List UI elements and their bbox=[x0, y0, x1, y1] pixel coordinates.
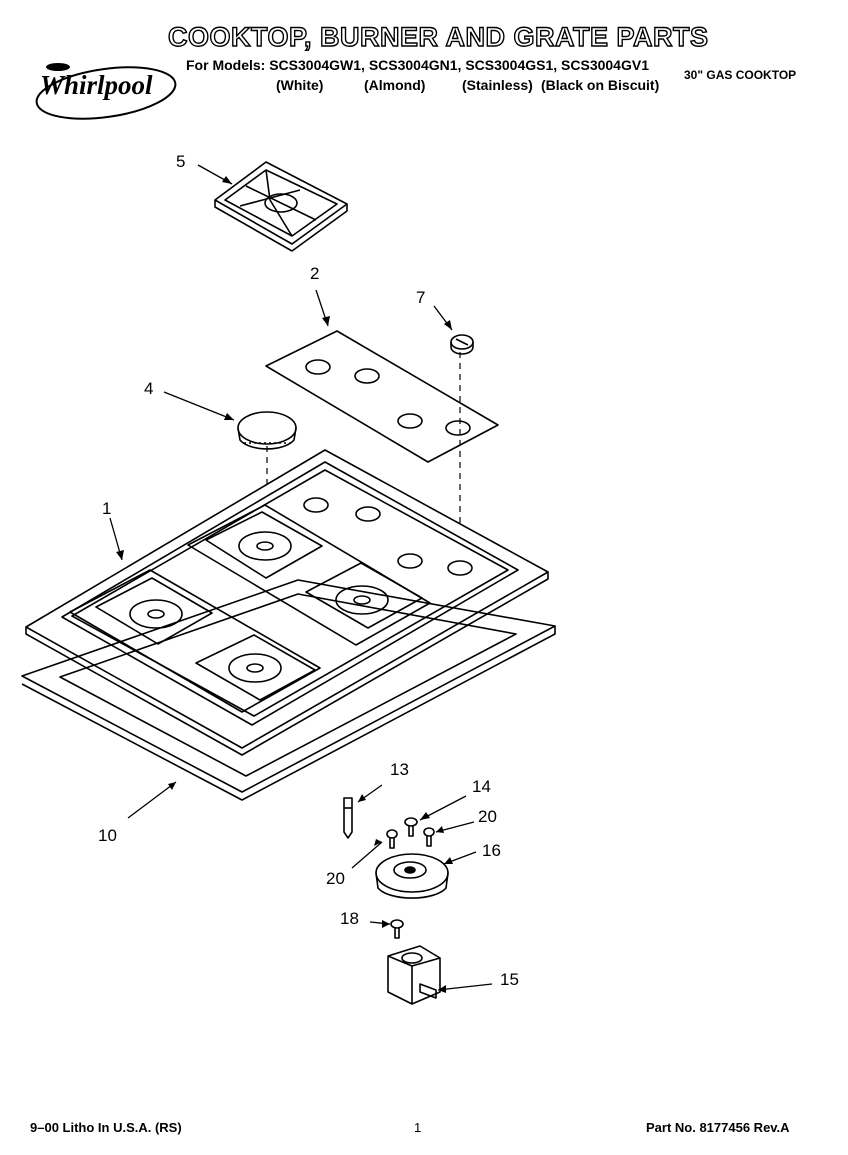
finish-black-on-biscuit: (Black on Biscuit) bbox=[541, 77, 660, 93]
screw-part-20 bbox=[386, 827, 435, 849]
grate-part bbox=[214, 161, 348, 252]
callout-16: 16 bbox=[482, 841, 501, 860]
callout-4: 4 bbox=[144, 379, 153, 398]
page-title: COOKTOP, BURNER AND GRATE PARTS bbox=[167, 21, 709, 52]
callout-1: 1 bbox=[102, 499, 111, 518]
callout-7: 7 bbox=[416, 288, 425, 307]
callout-numbers: 5 2 7 4 1 13 14 20 16 20 10 18 15 bbox=[98, 152, 519, 989]
screw-part-18 bbox=[390, 919, 404, 939]
finish-white: (White) bbox=[276, 77, 324, 93]
electrode-part bbox=[343, 797, 353, 839]
whirlpool-logo-text: Whirlpool bbox=[40, 70, 153, 100]
product-type: 30" GAS COOKTOP bbox=[684, 68, 797, 82]
callout-20-left: 20 bbox=[326, 869, 345, 888]
finish-stainless: (Stainless) bbox=[462, 77, 533, 93]
callout-2: 2 bbox=[310, 264, 319, 283]
finish-almond: (Almond) bbox=[364, 77, 426, 93]
leader-arrowheads bbox=[116, 176, 453, 993]
cooktop-part bbox=[25, 449, 549, 756]
callout-14: 14 bbox=[472, 777, 491, 796]
control-panel-overlay bbox=[265, 330, 499, 463]
burner-base-part bbox=[375, 853, 449, 899]
callout-13: 13 bbox=[390, 760, 409, 779]
footer-litho: 9–00 Litho In U.S.A. (RS) bbox=[30, 1120, 182, 1135]
burner-cap-part bbox=[237, 411, 297, 450]
knob-part bbox=[450, 334, 474, 355]
gasket-part bbox=[21, 579, 556, 801]
models-line: For Models: SCS3004GW1, SCS3004GN1, SCS3… bbox=[186, 57, 649, 73]
callout-10: 10 bbox=[98, 826, 117, 845]
footer-page-number: 1 bbox=[414, 1120, 422, 1135]
callout-20-right: 20 bbox=[478, 807, 497, 826]
callout-15: 15 bbox=[500, 970, 519, 989]
footer-part-number: Part No. 8177456 Rev.A bbox=[646, 1120, 790, 1135]
callout-18: 18 bbox=[340, 909, 359, 928]
whirlpool-logo bbox=[35, 63, 177, 120]
screw-part-14 bbox=[404, 817, 418, 837]
bracket-part bbox=[387, 945, 441, 1005]
callout-5: 5 bbox=[176, 152, 185, 171]
